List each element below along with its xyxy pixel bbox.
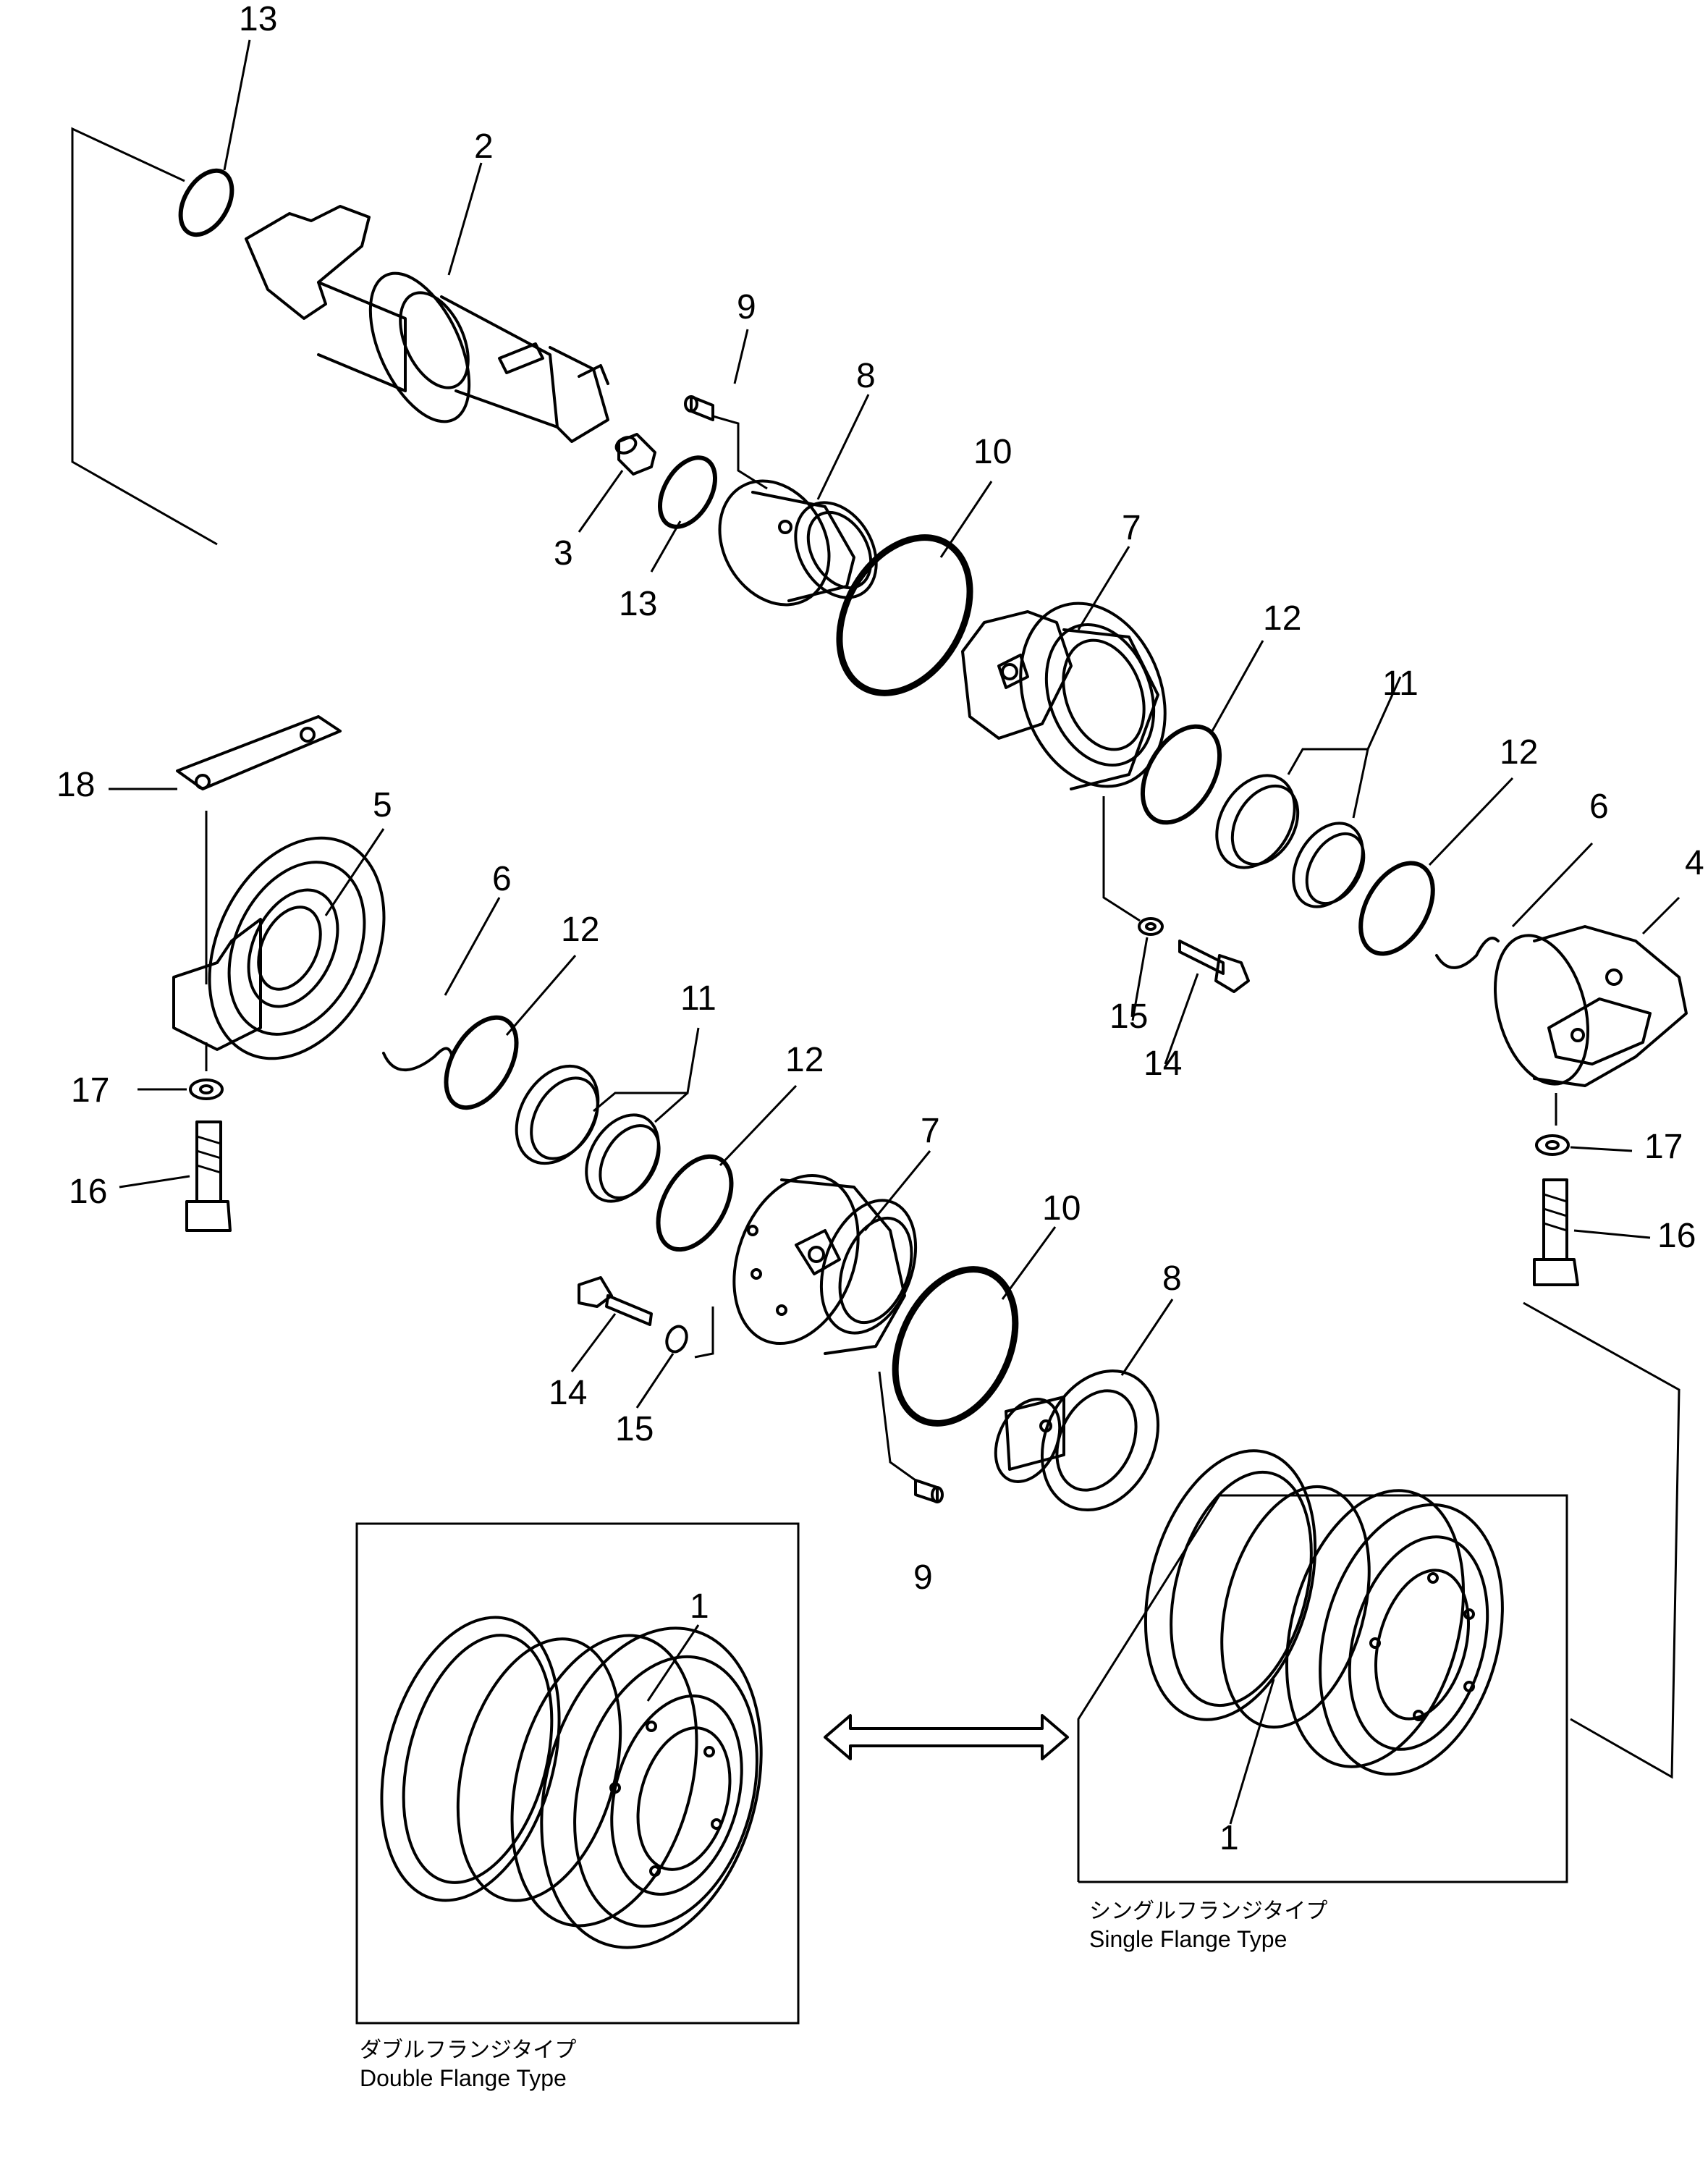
housing-part-7-bottom [732, 1173, 918, 1355]
plug-part-3 [614, 433, 656, 476]
roller-double-flange [380, 1616, 763, 1949]
callout-2: 2 [474, 127, 494, 166]
callout-4: 4 [1685, 844, 1704, 882]
bushing-part-8-top [718, 479, 878, 607]
washer-15-top [1102, 796, 1164, 936]
callout-8-bottom: 8 [1162, 1259, 1182, 1298]
callout-15-bottom: 15 [615, 1410, 654, 1448]
callout-6-left: 6 [492, 860, 512, 898]
callout-10-top: 10 [973, 433, 1012, 471]
collar-part-5 [172, 836, 386, 1060]
o-ring-12-c [444, 1015, 519, 1110]
callout-11-a: 11 [1382, 664, 1419, 703]
roller-single-flange [1143, 1449, 1504, 1776]
callout-3: 3 [554, 534, 573, 573]
callout-10-bottom: 10 [1042, 1189, 1081, 1228]
callout-12-b: 12 [1500, 733, 1538, 772]
callout-14-top: 14 [1143, 1044, 1182, 1083]
o-ring-12-d [656, 1154, 734, 1252]
bolt-14-bottom [578, 1276, 653, 1326]
callout-9-top: 9 [737, 288, 756, 326]
bolt-14-top [1178, 940, 1250, 993]
collar-part-4 [1493, 925, 1688, 1087]
callout-16-right: 16 [1657, 1217, 1696, 1255]
callout-11-b: 11 [680, 979, 716, 1018]
bolt-16-right [1533, 1178, 1579, 1286]
callout-12-a: 12 [1263, 599, 1301, 638]
wire-6-right [1435, 937, 1500, 969]
callout-15-top: 15 [1109, 997, 1148, 1036]
captions: シングルフランジタイプ Single Flange Type ダブルフランジタイ… [360, 1899, 1327, 2091]
callout-5: 5 [373, 786, 392, 824]
callout-1-single: 1 [1219, 1819, 1239, 1857]
callout-17-right: 17 [1644, 1128, 1683, 1166]
housing-part-7-top [961, 602, 1167, 790]
bracket-line-right [1523, 1301, 1680, 1779]
caption-single-en: Single Flange Type [1089, 1926, 1287, 1952]
pin-part-9-top [684, 395, 768, 490]
o-ring-12-a [1140, 724, 1222, 825]
callout-12-c: 12 [561, 911, 599, 949]
o-ring-13-mid [658, 455, 717, 529]
callout-18: 18 [56, 766, 95, 804]
callout-13-mid: 13 [619, 585, 657, 623]
interchange-arrow [824, 1714, 1069, 1760]
callout-8-top: 8 [856, 357, 876, 395]
callout-7-top: 7 [1122, 509, 1141, 547]
callout-9-bottom: 9 [913, 1558, 933, 1597]
double-flange-frame [355, 1522, 800, 2025]
bushing-part-8-bottom [994, 1369, 1160, 1512]
washer-17-right [1535, 1093, 1570, 1156]
floating-seal-11-a [1215, 774, 1366, 908]
bolt-16-left [185, 1120, 232, 1232]
o-ring-13-top [178, 168, 234, 237]
callout-13-top: 13 [239, 0, 277, 38]
callout-17-left: 17 [71, 1071, 109, 1110]
leader-lines [109, 39, 1680, 1825]
pin-part-9-bottom [878, 1371, 944, 1503]
callout-14-bottom: 14 [549, 1374, 587, 1412]
washer-17-left [189, 1042, 224, 1100]
o-ring-10-top [836, 534, 973, 696]
callout-16-left: 16 [69, 1173, 107, 1211]
caption-single-jp: シングルフランジタイプ [1089, 1899, 1327, 1924]
o-ring-12-b [1358, 861, 1435, 956]
callout-6-right: 6 [1589, 788, 1609, 826]
callout-numbers: 13 2 3 13 9 8 10 7 12 11 12 6 4 15 14 17… [56, 0, 1704, 1857]
bracket-line-top-left [71, 127, 218, 546]
callout-12-d: 12 [785, 1041, 824, 1079]
callout-7-bottom: 7 [921, 1112, 940, 1150]
o-ring-10-bottom [892, 1266, 1019, 1427]
callout-1-double: 1 [690, 1587, 709, 1626]
caption-double-jp: ダブルフランジタイプ [360, 2038, 576, 2063]
wire-6-left [382, 1047, 454, 1072]
plate-part-18 [176, 715, 342, 984]
floating-seal-11-b [515, 1064, 661, 1203]
shaft-part-2 [245, 205, 609, 443]
washer-15-bottom [665, 1307, 714, 1359]
caption-double-en: Double Flange Type [360, 2065, 567, 2091]
single-flange-frame [1077, 1449, 1568, 1883]
